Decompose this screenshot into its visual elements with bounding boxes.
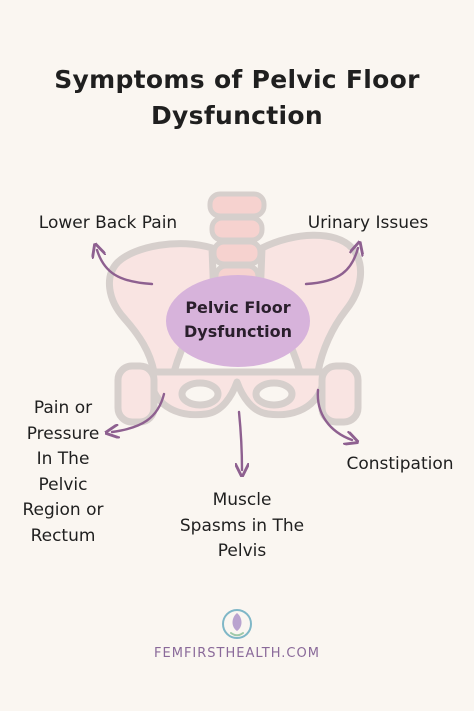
center-label-line-2: Dysfunction	[184, 322, 292, 341]
right-obturator	[252, 379, 296, 409]
left-femur	[114, 362, 158, 426]
symptom-pain-line-1: Pain or	[33, 398, 93, 418]
symptom-constipation: Constipation	[332, 452, 468, 478]
symptom-arrows	[97, 248, 358, 470]
symptom-urinary-issues-line: Urinary Issues	[307, 213, 429, 233]
symptom-pain-line-3: In The	[36, 449, 90, 469]
title-line-2: Dysfunction	[150, 101, 323, 130]
brand-website: FEMFIRSTHEALTH.COM	[154, 646, 320, 661]
center-node	[166, 275, 310, 367]
symptom-constipation-line: Constipation	[346, 454, 454, 474]
symptom-spasms-line-1: Muscle	[212, 490, 272, 510]
center-label: Pelvic Floor Dysfunction	[168, 296, 308, 344]
arrow-muscle-spasms	[239, 410, 242, 470]
symptom-muscle-spasms: Muscle Spasms in The Pelvis	[174, 488, 310, 565]
symptom-pain-line-4: Pelvic	[38, 474, 88, 495]
symptom-lower-back-pain-line: Lower Back Pain	[38, 213, 178, 233]
page-title: Symptoms of Pelvic Floor Dysfunction	[0, 62, 474, 134]
vertebra-2	[209, 215, 265, 243]
right-femur	[318, 362, 362, 426]
left-obturator	[178, 379, 222, 409]
center-label-line-1: Pelvic Floor	[185, 298, 291, 317]
title-line-1: Symptoms of Pelvic Floor	[54, 65, 420, 94]
arrow-lower-back-pain	[97, 250, 154, 286]
symptom-pain-or-pressure: Pain or Pressure In The Pelvic Region or…	[8, 396, 118, 549]
arrow-constipation	[316, 388, 352, 440]
symptom-spasms-line-3: Pelvis	[217, 541, 267, 561]
pelvic-ring	[146, 368, 328, 419]
symptom-spasms-line-2: Spasms in The	[179, 515, 305, 536]
symptom-pain-line-5: Region or	[22, 500, 104, 520]
arrow-urinary-issues	[304, 248, 358, 286]
symptom-lower-back-pain: Lower Back Pain	[24, 211, 192, 237]
symptom-pain-line-6: Rectum	[30, 525, 96, 546]
pelvis-bones	[105, 231, 365, 426]
vertebra-1	[207, 191, 267, 219]
symptom-pain-line-2: Pressure	[26, 423, 100, 444]
arrow-pain-or-pressure	[112, 392, 166, 432]
vertebra-3	[211, 239, 263, 267]
femfirst-logo-icon	[222, 609, 252, 639]
symptom-urinary-issues: Urinary Issues	[294, 211, 442, 237]
spine	[207, 191, 267, 291]
